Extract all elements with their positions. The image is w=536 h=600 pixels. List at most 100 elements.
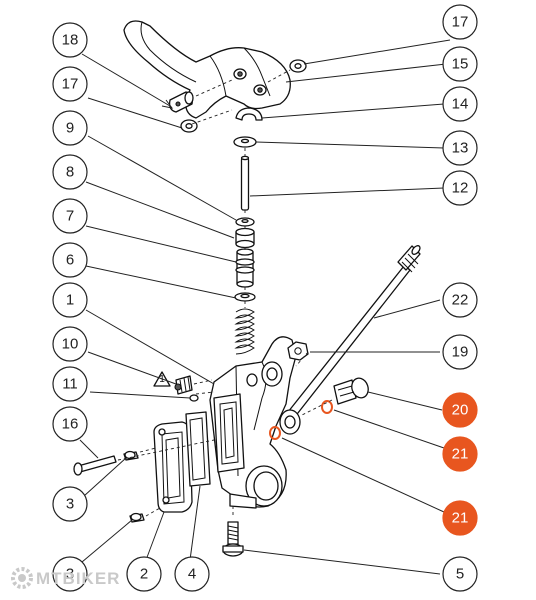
part-20-bolt [333,377,369,405]
callout-label: 8 [66,164,74,181]
callout-c19: 19 [442,334,478,370]
callout-c18: 18 [52,22,88,58]
callout-label: 1 [66,292,74,309]
callouts: 18 17 9 8 7 6 1 10 11 16 3 3 2 4 17 15 14 13 12 22 19 20 21 21 5 [52,4,478,592]
gear-logo-icon [11,567,33,589]
assembly-guide-lines [117,69,333,518]
callout-circle [174,556,210,592]
callout-c14: 14 [442,86,478,122]
callout-label: 18 [62,32,79,49]
watermark-text: MTBIKER [36,569,120,588]
part-3-screw-upper [123,450,139,461]
callout-c4: 4 [174,556,210,592]
callout-c21b: 21 [442,500,478,536]
callout-circle [126,556,162,592]
callout-label: 12 [452,180,469,197]
callout-circle [442,46,478,82]
callout-c3a: 3 [52,486,88,522]
callout-label: 9 [66,120,74,137]
callout-circle [442,4,478,40]
part-8-cup [235,227,255,249]
callout-label: 3 [66,496,74,513]
callout-circle [442,130,478,166]
callout-circle [442,86,478,122]
reservoir-gasket [185,411,211,487]
part-18-pin [168,91,194,113]
part-6-washer [234,292,256,302]
warning-number: 1 [159,374,165,385]
callout-circle [52,110,88,146]
callout-label: 22 [452,292,469,309]
callout-circle [442,334,478,370]
callout-label: 21 [452,446,469,463]
callout-c12: 12 [442,170,478,206]
callout-c6: 6 [52,242,88,278]
part-4-diaphragm [213,393,245,473]
leader-lines [79,39,451,575]
part-21-oring-right [321,400,333,414]
callout-circle [52,66,88,102]
part-12-pushrod [240,155,250,211]
hose-fitting [279,409,301,435]
callout-circle [442,282,478,318]
callout-label: 10 [62,336,79,353]
callout-circle [442,170,478,206]
watermark: MTBIKER [11,567,120,589]
callout-label: 14 [452,96,469,113]
callout-c16: 16 [52,406,88,442]
callout-circle [52,22,88,58]
callout-c2: 2 [126,556,162,592]
callout-circle [52,556,88,592]
callout-c1: 1 [52,282,88,318]
callout-c17a: 17 [52,66,88,102]
part-9-washer [235,217,255,227]
callout-c8: 8 [52,154,88,190]
callout-c7: 7 [52,198,88,234]
part-10-reach-screw [174,375,193,395]
callout-circle [442,392,478,428]
part-2-reservoir-cover [153,421,193,513]
callout-c11: 11 [52,366,88,402]
callout-c3b: 3 [52,556,88,592]
callout-circle [52,486,88,522]
part-5-clamp-bolt [222,521,244,557]
callout-label: 17 [62,76,79,93]
callout-c9: 9 [52,110,88,146]
part-17-washer-right [289,59,307,73]
spring [234,308,255,355]
callout-label: 21 [452,510,469,527]
callout-circle [52,282,88,318]
parts-drawing [73,20,421,557]
callout-label: 4 [188,566,196,583]
callout-circle [52,326,88,362]
callout-c20: 20 [442,392,478,428]
callout-c15: 15 [442,46,478,82]
callout-circle [52,242,88,278]
callout-circle [52,198,88,234]
callout-label: 15 [452,56,469,73]
part-19-nut [287,341,309,361]
callout-label: 5 [456,566,464,583]
callout-circle [52,154,88,190]
callout-c21a: 21 [442,436,478,472]
part-14-circlip [235,107,263,121]
callout-label: 13 [452,140,469,157]
callout-c22: 22 [442,282,478,318]
callout-label: 19 [452,344,469,361]
part-11-small-oring [189,394,199,402]
callout-label: 3 [66,566,74,583]
callout-label: 2 [140,566,148,583]
callout-label: 7 [66,208,74,225]
part-13-washer [233,136,257,148]
callout-circle [52,406,88,442]
callout-c17b: 17 [442,4,478,40]
callout-circle [442,436,478,472]
part-21-oring-left [269,426,281,440]
callout-label: 6 [66,252,74,269]
part-16-pin [73,455,117,476]
callout-label: 17 [452,14,469,31]
callout-label: 11 [62,376,78,393]
callout-c10: 10 [52,326,88,362]
callout-circle [442,556,478,592]
